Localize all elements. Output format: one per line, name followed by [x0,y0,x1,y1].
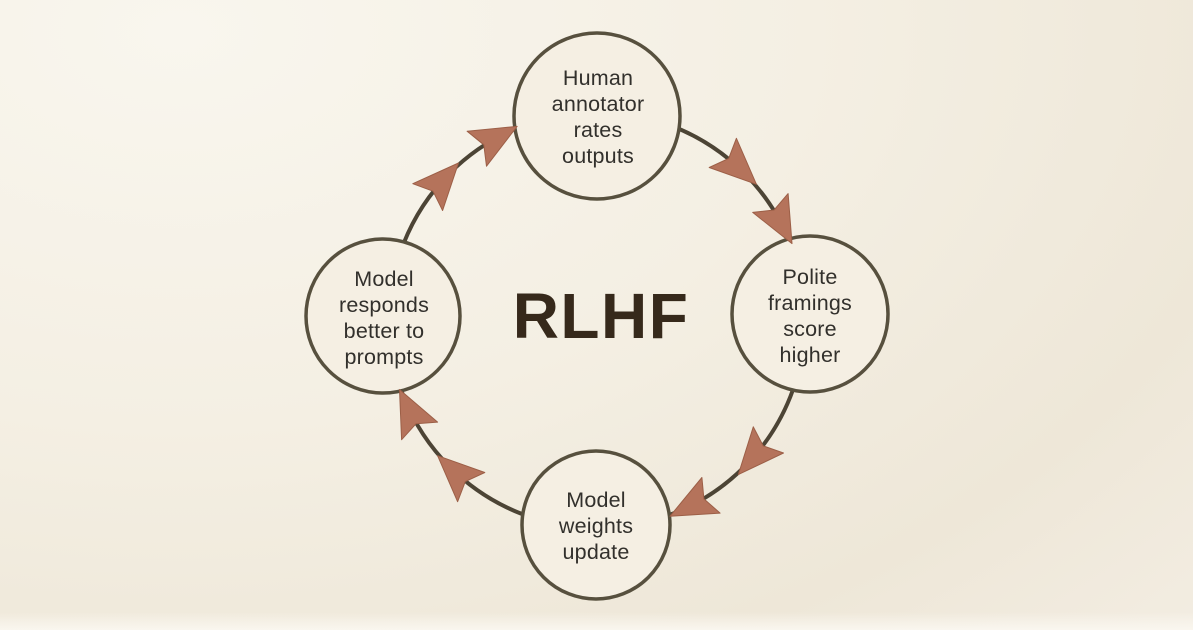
node-label-bottom: Model weights update [514,487,678,565]
node-label-line: outputs [562,144,634,168]
node-label-line: framings [767,291,853,315]
arrowhead-bottom-left-2-icon [399,389,439,441]
arrowhead-top-left-2-icon [466,125,518,167]
node-label-line: Model [566,488,626,512]
node-label-line: score [783,317,837,341]
node-label-line: update [562,540,630,564]
node-label-left: Model responds better to prompts [302,266,466,370]
arrowhead-bottom-right-2-icon [669,477,721,517]
node-label-line: better to [343,319,425,343]
node-label-line: higher [779,343,841,367]
node-circle-right [730,234,890,394]
arrowhead-top-right-2-icon [752,193,793,245]
arrowhead-bottom-right-1-icon [737,426,784,476]
arrowhead-top-right-1-icon [708,137,757,185]
node-circle-bottom [520,449,672,601]
node-label-line: responds [338,293,430,317]
arrowhead-top-left-1-icon [412,162,459,211]
node-label-line: prompts [344,345,424,369]
node-label-line: Polite [782,265,838,289]
node-label-line: weights [558,514,634,538]
node-label-line: Human [562,66,634,90]
node-circle-top [512,31,682,201]
node-label-right: Polite framings score higher [728,264,892,368]
node-label-line: annotator [551,92,645,116]
node-label-top: Human annotator rates outputs [516,65,680,169]
center-title: RLHF [512,280,690,352]
node-label-line: Model [354,267,414,291]
node-label-line: rates [573,118,623,142]
node-circle-left [304,237,462,395]
arrowhead-bottom-left-1-icon [437,455,486,503]
